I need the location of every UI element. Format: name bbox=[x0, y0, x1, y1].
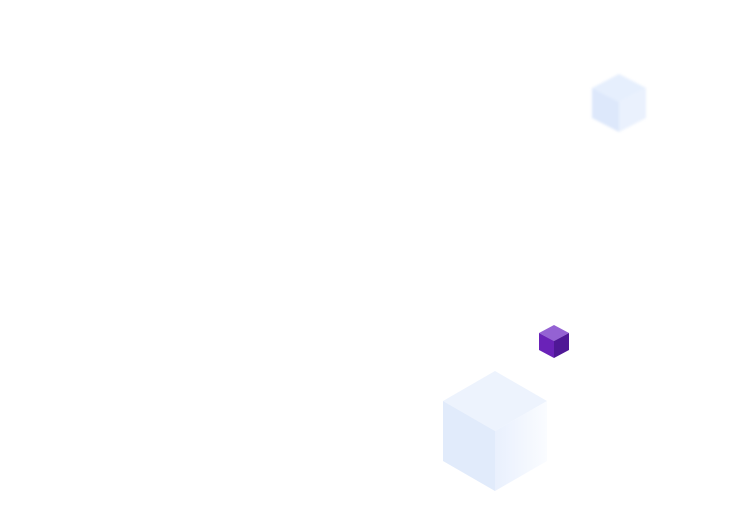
purple-cube-icon bbox=[538, 324, 570, 359]
decorative-cube-icon bbox=[590, 72, 648, 134]
large-decorative-cube-icon bbox=[442, 370, 548, 492]
